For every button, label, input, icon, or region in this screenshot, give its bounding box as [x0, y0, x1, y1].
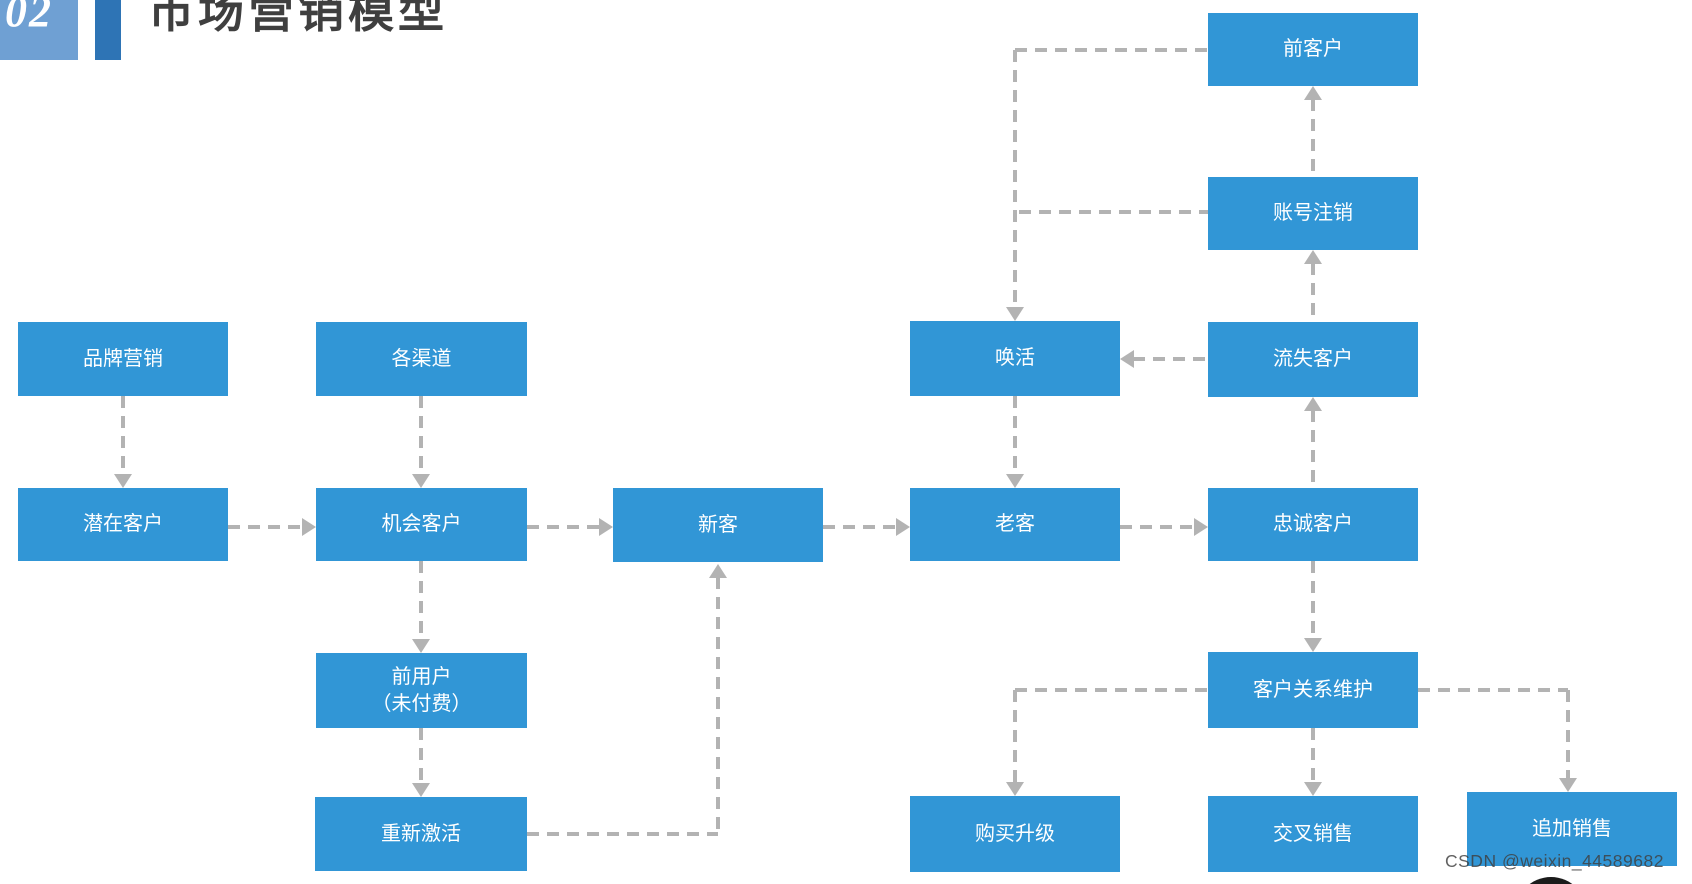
edge-former-customer-to-reactivation	[1015, 48, 1208, 52]
page-title: 市场营销模型	[148, 0, 448, 37]
node-churned-customer: 流失客户	[1208, 322, 1418, 397]
node-label: 老客	[995, 513, 1035, 535]
node-label: 客户关系维护	[1253, 678, 1373, 701]
edge-crm-to-cross-sell	[1311, 728, 1315, 783]
node-label: 前客户	[1283, 38, 1343, 60]
node-loyal-customer: 忠诚客户	[1208, 488, 1418, 561]
edge-potential-customer-to-opportunity-customer	[228, 525, 303, 529]
arrowhead-down-icon	[1006, 307, 1024, 321]
node-label: 新客	[698, 513, 738, 536]
node-label: 唤活	[995, 347, 1035, 369]
arrowhead-up-icon	[1304, 86, 1322, 100]
bottom-circle-decoration	[1515, 877, 1587, 884]
edge-crm-to-upsell	[1418, 688, 1568, 692]
node-new-customer: 新客	[613, 488, 823, 562]
node-old-customer: 老客	[910, 488, 1120, 561]
arrowhead-down-icon	[412, 639, 430, 653]
edge-crm-to-purchase-upgrade	[1013, 690, 1017, 783]
edge-crm-to-purchase-upgrade	[1015, 688, 1208, 692]
node-opportunity-customer: 机会客户	[316, 488, 527, 561]
edge-account-cancel-to-former-customer	[1311, 99, 1315, 177]
arrowhead-right-icon	[302, 518, 316, 536]
edge-opportunity-customer-to-former-user	[419, 561, 423, 640]
node-label: 潜在客户	[83, 513, 163, 535]
arrowhead-up-icon	[1304, 397, 1322, 411]
node-purchase-upgrade: 购买升级	[910, 796, 1120, 872]
edge-loyal-customer-to-crm	[1311, 561, 1315, 639]
node-label: 忠诚客户	[1273, 513, 1353, 535]
page-number-badge: 02	[0, 0, 78, 60]
node-label: 流失客户	[1273, 348, 1353, 370]
title-accent-bar	[95, 0, 121, 60]
node-former-user: 前用户 （未付费）	[316, 653, 527, 728]
node-label: 重新激活	[381, 822, 461, 845]
node-brand-marketing: 品牌营销	[18, 322, 228, 396]
watermark-text: CSDN @weixin_44589682	[1445, 851, 1664, 871]
edge-loyal-customer-to-churned-customer	[1311, 410, 1315, 488]
node-label: 交叉销售	[1273, 822, 1353, 845]
node-label: 购买升级	[975, 822, 1055, 845]
node-former-customer: 前客户	[1208, 13, 1418, 86]
node-label: 各渠道	[391, 347, 452, 370]
node-account-cancel: 账号注销	[1208, 177, 1418, 250]
node-label: 追加销售	[1532, 817, 1612, 840]
edge-channels-to-opportunity-customer	[419, 396, 423, 475]
arrowhead-right-icon	[1194, 518, 1208, 536]
edge-account-cancel-to-reactivation	[1019, 210, 1208, 214]
node-reactivation: 唤活	[910, 321, 1120, 396]
arrowhead-up-icon	[709, 564, 727, 578]
node-label: 账号注销	[1273, 202, 1353, 224]
edge-new-customer-to-old-customer	[823, 525, 897, 529]
edge-churned-customer-to-reactivation	[1133, 357, 1208, 361]
arrowhead-down-icon	[412, 783, 430, 797]
arrowhead-down-icon	[1559, 778, 1577, 792]
edge-churned-customer-to-account-cancel	[1311, 263, 1315, 322]
arrowhead-up-icon	[1304, 250, 1322, 264]
node-label: 品牌营销	[83, 347, 163, 370]
edge-crm-to-upsell	[1566, 690, 1570, 779]
node-label: 机会客户	[381, 513, 462, 535]
arrowhead-right-icon	[599, 518, 613, 536]
node-potential-customer: 潜在客户	[18, 488, 228, 561]
arrowhead-down-icon	[1304, 782, 1322, 796]
arrowhead-right-icon	[896, 518, 910, 536]
arrowhead-down-icon	[1006, 474, 1024, 488]
node-crm: 客户关系维护	[1208, 652, 1418, 728]
node-upsell: 追加销售	[1467, 792, 1677, 866]
page-number-text: 02	[5, 0, 53, 36]
node-cross-sell: 交叉销售	[1208, 796, 1418, 872]
edge-opportunity-customer-to-new-customer	[527, 525, 600, 529]
arrowhead-left-icon	[1120, 350, 1134, 368]
node-label-line2: （未付费）	[371, 692, 472, 715]
arrowhead-down-icon	[1304, 638, 1322, 652]
arrowhead-down-icon	[114, 474, 132, 488]
edge-re-activate-to-new-customer	[527, 832, 718, 836]
node-re-activate: 重新激活	[315, 797, 527, 871]
node-label: 前用户	[391, 665, 452, 688]
edge-former-user-to-re-activate	[419, 728, 423, 784]
edge-old-customer-to-loyal-customer	[1120, 525, 1195, 529]
node-channels: 各渠道	[316, 322, 527, 396]
edge-re-activate-to-new-customer	[716, 577, 720, 834]
edge-former-customer-to-reactivation	[1013, 50, 1017, 308]
edge-reactivation-to-old-customer	[1013, 396, 1017, 475]
arrowhead-down-icon	[1006, 782, 1024, 796]
edge-brand-marketing-to-potential-customer	[121, 396, 125, 475]
arrowhead-down-icon	[412, 474, 430, 488]
